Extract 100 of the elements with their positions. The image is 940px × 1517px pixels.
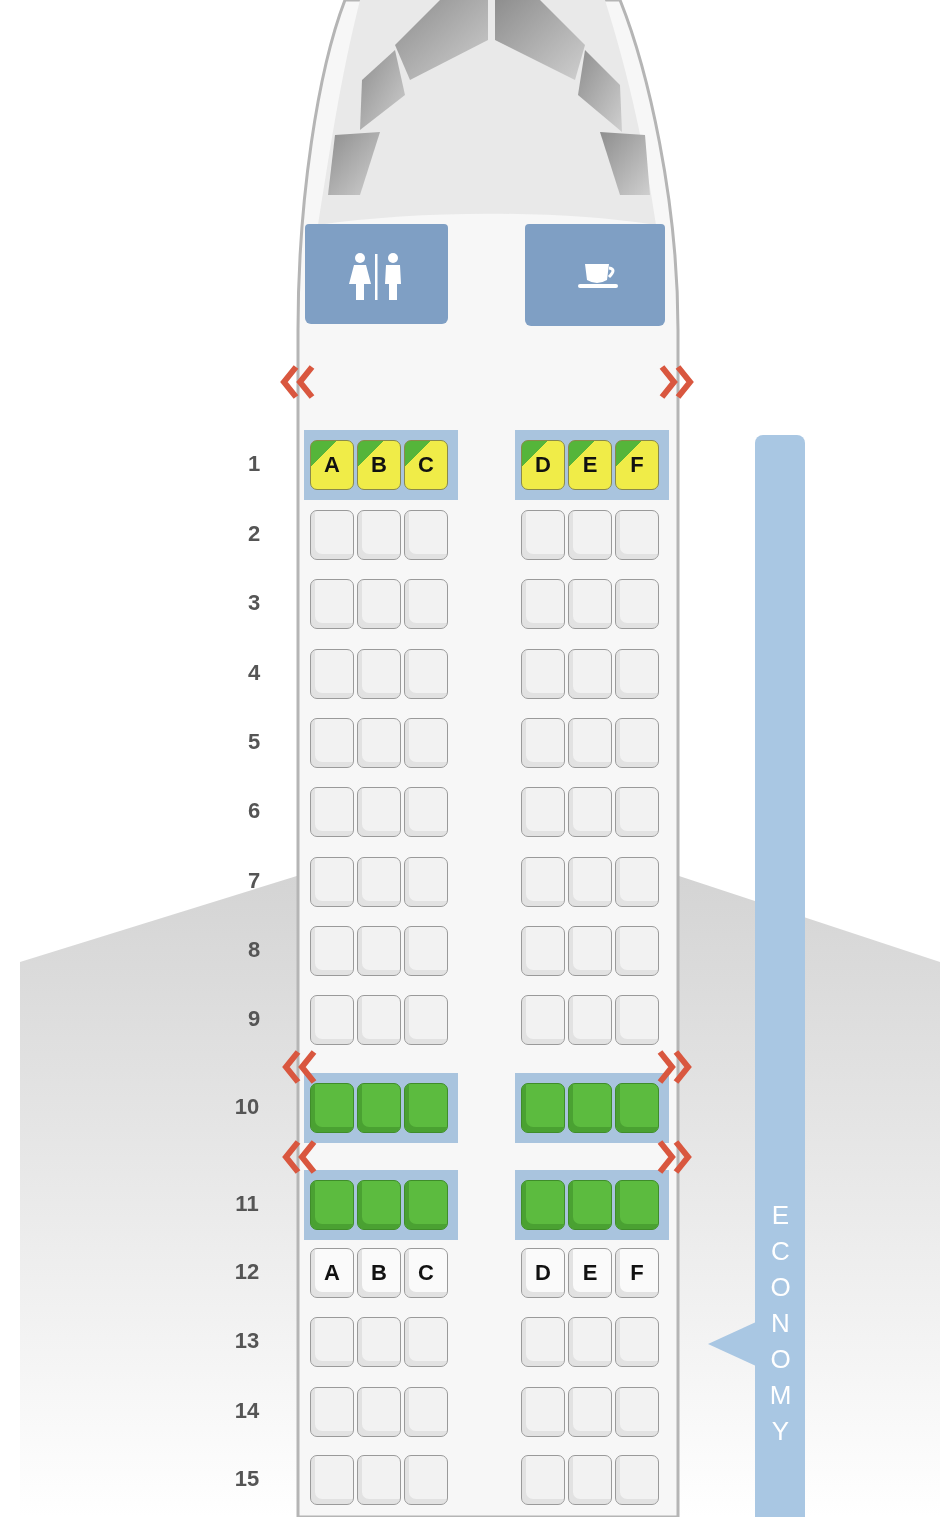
seat <box>404 718 448 768</box>
seat <box>310 649 354 699</box>
row-number: 15 <box>233 1466 261 1492</box>
seat <box>568 995 612 1045</box>
seat <box>357 1387 401 1437</box>
seat <box>521 1180 565 1230</box>
seat <box>568 1180 612 1230</box>
seat: A <box>310 440 354 490</box>
row-number: 5 <box>246 729 262 755</box>
seat <box>310 857 354 907</box>
seat <box>615 1083 659 1133</box>
seat <box>357 857 401 907</box>
seat: C <box>404 440 448 490</box>
seat <box>521 995 565 1045</box>
seat <box>615 1180 659 1230</box>
seat <box>310 787 354 837</box>
seat <box>568 579 612 629</box>
seat <box>521 857 565 907</box>
seat <box>404 649 448 699</box>
seat <box>615 926 659 976</box>
seat <box>568 926 612 976</box>
seat <box>521 579 565 629</box>
seat <box>404 1083 448 1133</box>
seat <box>568 1387 612 1437</box>
seat <box>521 718 565 768</box>
seat <box>357 510 401 560</box>
seat <box>357 1083 401 1133</box>
row-number: 7 <box>246 868 262 894</box>
row-number: 6 <box>246 798 262 824</box>
seat <box>310 1180 354 1230</box>
seat <box>615 995 659 1045</box>
seat <box>404 1180 448 1230</box>
seat <box>357 1455 401 1505</box>
seat <box>310 1317 354 1367</box>
seat: B <box>357 1248 401 1298</box>
cabin-class-band <box>755 435 805 1517</box>
row-number: 2 <box>246 521 262 547</box>
seat: F <box>615 1248 659 1298</box>
seat <box>521 1317 565 1367</box>
row-number: 13 <box>233 1328 261 1354</box>
row-number: 1 <box>246 451 262 477</box>
seat <box>521 787 565 837</box>
seat <box>357 1317 401 1367</box>
seat: B <box>357 440 401 490</box>
seat <box>615 718 659 768</box>
seat <box>404 510 448 560</box>
seat: D <box>521 440 565 490</box>
seat <box>568 510 612 560</box>
seat <box>615 1455 659 1505</box>
seat <box>521 1083 565 1133</box>
cabin-class-label: ECONOMY <box>764 1200 797 1452</box>
seat <box>357 926 401 976</box>
seat <box>404 926 448 976</box>
seat <box>404 1387 448 1437</box>
seat <box>310 718 354 768</box>
seat <box>568 857 612 907</box>
seat: A <box>310 1248 354 1298</box>
row-number: 3 <box>246 590 262 616</box>
seat <box>310 1083 354 1133</box>
seat <box>568 1317 612 1367</box>
seat <box>310 926 354 976</box>
seat <box>568 649 612 699</box>
seat <box>310 1387 354 1437</box>
seat <box>357 787 401 837</box>
seat <box>357 649 401 699</box>
row-number: 10 <box>233 1094 261 1120</box>
seat <box>568 787 612 837</box>
seat <box>615 1317 659 1367</box>
seat <box>521 926 565 976</box>
seat: E <box>568 440 612 490</box>
seat <box>615 649 659 699</box>
seat <box>615 857 659 907</box>
seat <box>404 1455 448 1505</box>
seat <box>568 718 612 768</box>
seat <box>357 718 401 768</box>
seat: C <box>404 1248 448 1298</box>
seat <box>310 1455 354 1505</box>
row-number: 4 <box>246 660 262 686</box>
seat <box>615 787 659 837</box>
row-number: 14 <box>233 1398 261 1424</box>
seat <box>521 649 565 699</box>
seat <box>310 510 354 560</box>
row-number: 11 <box>234 1191 260 1217</box>
seat <box>404 857 448 907</box>
seat <box>310 579 354 629</box>
seat <box>357 1180 401 1230</box>
seat <box>357 579 401 629</box>
row-number: 12 <box>233 1259 261 1285</box>
seat <box>310 995 354 1045</box>
seat <box>404 579 448 629</box>
seat <box>568 1455 612 1505</box>
seat: D <box>521 1248 565 1298</box>
seat <box>521 510 565 560</box>
seat <box>357 995 401 1045</box>
seat <box>521 1455 565 1505</box>
seat <box>521 1387 565 1437</box>
row-number: 8 <box>246 937 262 963</box>
seat <box>615 1387 659 1437</box>
row-number: 9 <box>246 1006 262 1032</box>
seat <box>404 1317 448 1367</box>
